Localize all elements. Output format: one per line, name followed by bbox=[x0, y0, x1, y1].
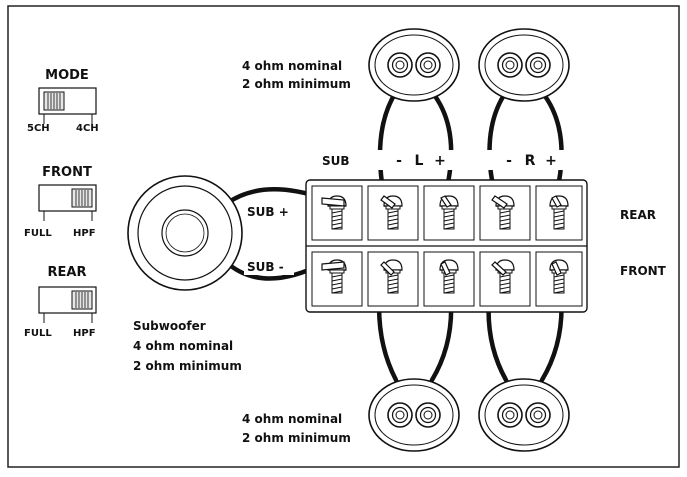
rear-switch: REAR FULL HPF bbox=[24, 265, 97, 339]
speaker-front-left bbox=[368, 28, 460, 102]
terminal-sub-header: SUB bbox=[322, 154, 350, 168]
top-speaker-spec-minimum: 2 ohm minimum bbox=[242, 77, 351, 91]
mode-switch-right-label: 4CH bbox=[76, 123, 99, 134]
speaker-rear-right bbox=[478, 378, 570, 452]
front-switch-right-label: HPF bbox=[73, 228, 96, 239]
left-channel-label: L bbox=[415, 153, 424, 169]
sub-plus-label: SUB + bbox=[247, 205, 289, 219]
mode-switch-title: MODE bbox=[45, 68, 89, 83]
subwoofer bbox=[127, 175, 243, 291]
terminal-block bbox=[305, 179, 588, 313]
front-row-label: FRONT bbox=[620, 264, 667, 278]
subwoofer-spec-minimum: 2 ohm minimum bbox=[133, 359, 242, 373]
rear-switch-title: REAR bbox=[48, 265, 87, 280]
speaker-rear-left bbox=[368, 378, 460, 452]
rear-row-label: REAR bbox=[620, 208, 656, 222]
left-plus-label: + bbox=[434, 153, 446, 169]
mode-switch: MODE 5CH 4CH bbox=[27, 68, 99, 134]
right-plus-label: + bbox=[545, 153, 557, 169]
sub-minus-label: SUB - bbox=[247, 260, 284, 274]
bottom-speaker-spec-nominal: 4 ohm nominal bbox=[242, 412, 342, 426]
right-minus-label: - bbox=[506, 153, 512, 169]
subwoofer-spec-nominal: 4 ohm nominal bbox=[133, 339, 233, 353]
front-switch-title: FRONT bbox=[42, 165, 92, 180]
bottom-speaker-spec-minimum: 2 ohm minimum bbox=[242, 431, 351, 445]
top-speaker-spec-nominal: 4 ohm nominal bbox=[242, 59, 342, 73]
front-switch-left-label: FULL bbox=[24, 228, 52, 239]
right-channel-label: R bbox=[525, 153, 536, 169]
subwoofer-label: Subwoofer bbox=[133, 319, 206, 333]
rear-switch-left-label: FULL bbox=[24, 328, 52, 339]
rear-switch-right-label: HPF bbox=[73, 328, 96, 339]
speaker-front-right bbox=[478, 28, 570, 102]
left-minus-label: - bbox=[396, 153, 402, 169]
mode-switch-left-label: 5CH bbox=[27, 123, 50, 134]
front-switch: FRONT FULL HPF bbox=[24, 165, 97, 239]
